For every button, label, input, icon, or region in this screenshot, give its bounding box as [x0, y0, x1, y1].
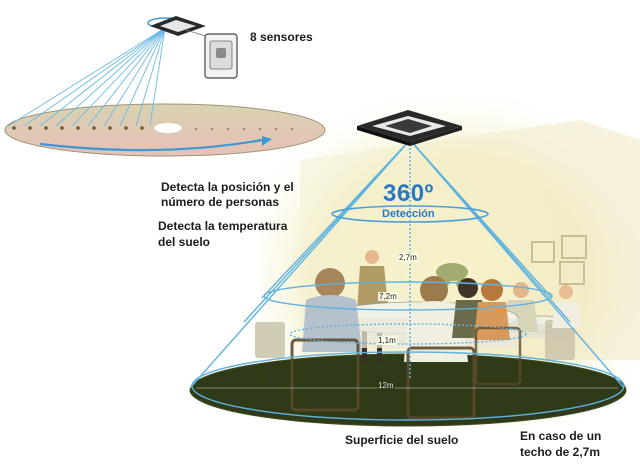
mid-diameter-dimension: 7,2m [378, 292, 398, 301]
height-dimension: 2,7m [398, 253, 418, 262]
detection-cone [189, 139, 625, 421]
ceiling-case-label: En caso de un techo de 2,7m [520, 429, 602, 459]
low-height-dimension: 1,1m [377, 336, 397, 345]
floor-diameter-dimension: 12m [377, 381, 395, 390]
top-cassette-unit [147, 16, 213, 39]
degrees-label: 360º [383, 180, 434, 207]
sensors-label: 8 sensores [250, 30, 313, 44]
dimension-markers [196, 364, 618, 396]
detect-temperature-label: Detecta la temperatura del suelo [158, 219, 288, 249]
sensor-module-icon [204, 33, 238, 79]
sensor-disc [4, 103, 326, 157]
floor-surface-label: Superficie del suelo [345, 433, 459, 447]
dining-scene [255, 250, 582, 420]
sensor-beams [7, 27, 166, 127]
detect-position-label: Detecta la posición y el número de perso… [161, 180, 294, 209]
detection-label: Detección [382, 208, 435, 220]
ceiling-cassette-unit [357, 110, 462, 146]
